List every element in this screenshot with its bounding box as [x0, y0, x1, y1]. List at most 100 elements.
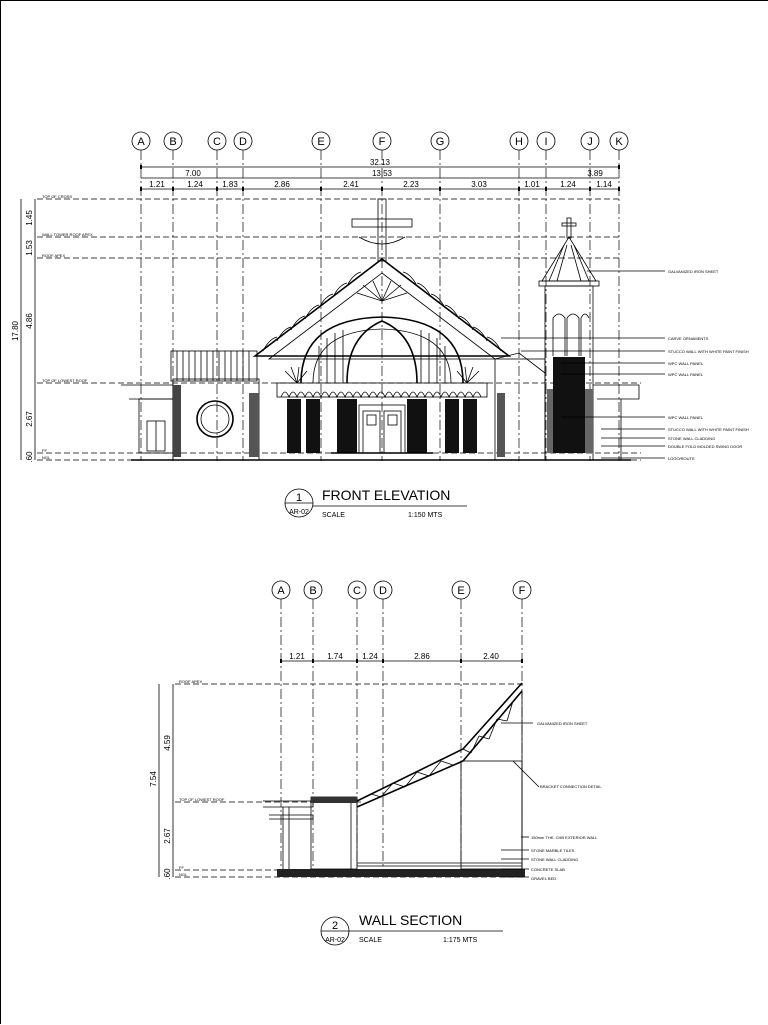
grid-bubble-a: A [271, 580, 291, 600]
grid-label: F [519, 585, 526, 597]
wall-section-drawing [263, 682, 525, 877]
front-elevation: A B C D E F G H I J K [11, 131, 749, 519]
grid-label: E [457, 585, 464, 597]
church-elevation-drawing [121, 198, 640, 461]
overall-dimension: 32.13 [370, 158, 391, 167]
note-label: WPC WALL PANEL [668, 361, 704, 366]
grid-label: F [379, 136, 386, 148]
grid-label: K [615, 136, 623, 148]
note-label: STUCCO WALL WITH WHITE PAINT FINISH [668, 349, 749, 354]
grid-label: B [169, 136, 176, 148]
dimension-label: 2.41 [343, 180, 359, 189]
grid-bubble-b: B [303, 580, 323, 600]
total-height: 17.80 [11, 320, 20, 341]
level-label: ROOF APEX [179, 679, 202, 684]
dimension-label: 1.21 [149, 180, 165, 189]
grid-label: J [587, 136, 593, 148]
grid-label: C [353, 585, 361, 597]
scale-value: 1:150 MTS [408, 512, 443, 519]
grid-label: D [379, 585, 387, 597]
scale-label: SCALE [359, 937, 382, 944]
grid-label: B [309, 585, 316, 597]
dimension-label: 3.03 [471, 180, 487, 189]
section-levels: ROOF APEX TOP OF LOWEST ROOF FF NGL [175, 679, 523, 878]
grid-label: H [515, 136, 523, 148]
grid-bubble-e: E [451, 580, 471, 600]
section-dimensions: 1.21 1.74 1.24 2.86 2.40 [280, 652, 523, 663]
grid-bubble-f: F [372, 131, 392, 151]
level-label: WALL TOWER ROOF APEX [42, 232, 93, 237]
level-label: TOP OF LOWEST ROOF [179, 797, 225, 802]
grid-bubble-k: K [609, 131, 629, 151]
grid-label: C [213, 136, 221, 148]
note-label: GALVANIZED IRON SHEET [537, 721, 588, 726]
height-dimension: 1.45 [25, 210, 34, 226]
note-label: CONCRETE SLAB [531, 867, 565, 872]
height-dimension: .60 [25, 451, 34, 463]
dimension-label: 2.40 [483, 652, 499, 661]
grid-bubble-f: F [512, 580, 532, 600]
grid-label: A [137, 136, 145, 148]
elevation-height-dimensions: 17.80 1.45 1.53 4.86 2.67 .60 [11, 199, 36, 463]
dimension-label: 1.24 [560, 180, 576, 189]
level-label: ROOF APEX [42, 253, 65, 258]
grid-label: E [317, 136, 324, 148]
sheet-number: AR-02 [325, 937, 345, 944]
level-label: NGL [42, 455, 51, 460]
note-label: 150mm THK. CHB EXTERIOR WALL [531, 835, 598, 840]
level-label: TOP OF LOWEST ROOF [42, 378, 88, 383]
grid-bubble-i: I [536, 131, 556, 151]
level-label: FF [179, 865, 184, 870]
dimension-label: 1.83 [222, 180, 238, 189]
note-label: STONE MARBLE TILES [531, 848, 575, 853]
height-dimension: 4.59 [163, 735, 172, 751]
elevation-notes: GALVANIZED IRON SHEET CARVE ORNAMENTS ST… [501, 269, 749, 461]
height-dimension: 2.67 [25, 411, 34, 427]
grid-bubble-c: C [207, 131, 227, 151]
grid-bubble-e: E [311, 131, 331, 151]
grid-bubble-h: H [509, 131, 529, 151]
elevation-title: 1 AR-02 FRONT ELEVATION SCALE 1:150 MTS [284, 487, 467, 519]
note-label: STUCCO WALL WITH WHITE PAINT FINISH [668, 427, 749, 432]
dimension-label: 3.89 [587, 169, 603, 178]
elevation-dimensions: 32.13 7.00 13.53 3.89 1.21 1.24 1.83 2.8… [140, 158, 620, 191]
section-title: 2 AR-02 WALL SECTION SCALE 1:175 MTS [320, 912, 503, 946]
dimension-label: 2.23 [403, 180, 419, 189]
note-label: LOGO/ROUTE [668, 456, 695, 461]
grid-bubble-a: A [131, 131, 151, 151]
grid-label: A [277, 585, 285, 597]
section-notes: GALVANIZED IRON SHEET BRACKET CONNECTION… [501, 721, 602, 881]
total-height: 7.54 [149, 771, 158, 787]
note-label: STONE WALL CLADDING [531, 857, 578, 862]
note-label: CARVE ORNAMENTS [668, 336, 709, 341]
note-label: GALVANIZED IRON SHEET [668, 269, 719, 274]
grid-bubble-c: C [347, 580, 367, 600]
grid-label: I [544, 136, 547, 148]
section-height-dimensions: 7.54 4.59 2.67 .60 [149, 684, 174, 880]
note-label: WPC WALL PANEL [668, 372, 704, 377]
level-label: FF [42, 448, 47, 453]
note-label: GRAVEL BED [531, 876, 556, 881]
height-dimension: 1.53 [25, 240, 34, 256]
dimension-label: 1.21 [289, 652, 305, 661]
section-grid-bubbles: A B C D E F [271, 580, 532, 600]
dimension-label: 13.53 [372, 169, 393, 178]
drawing-title: WALL SECTION [359, 912, 462, 928]
level-label: NGL [179, 872, 188, 877]
grid-bubble-b: B [163, 131, 183, 151]
dimension-label: 1.74 [327, 652, 343, 661]
sheet-number: AR-02 [289, 509, 309, 516]
grid-bubble-j: J [580, 131, 600, 151]
note-label: BRACKET CONNECTION DETAIL [540, 784, 602, 789]
level-label: TOP OF CROSS [42, 194, 72, 199]
grid-label: D [239, 136, 247, 148]
dimension-label: 1.14 [596, 180, 612, 189]
dimension-label: 1.01 [524, 180, 540, 189]
grid-bubble-d: D [233, 131, 253, 151]
elevation-grid-bubbles: A B C D E F G H I J K [131, 131, 629, 151]
note-label: WPC WALL PANEL [668, 415, 704, 420]
wall-section: A B C D E F 1.21 1.74 1.24 2.86 2.40 [149, 580, 602, 946]
drawing-number: 1 [296, 492, 302, 504]
note-label: STONE WALL CLADDING [668, 436, 715, 441]
